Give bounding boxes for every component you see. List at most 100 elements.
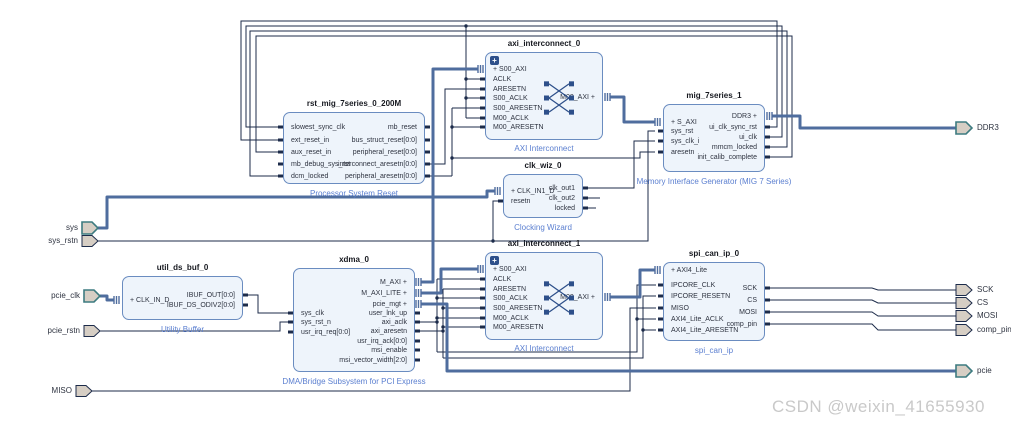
expand-icon[interactable]: + [490,56,499,65]
wire-interconnect-aresetn[interactable] [430,88,480,165]
port-init-calib-complete[interactable]: init_calib_complete [697,154,757,161]
port-sys-rst-n[interactable]: sys_rst_n [301,319,331,326]
port-m00-aresetn[interactable]: M00_ARESETN [493,124,544,131]
port-aclk[interactable]: ACLK [493,76,512,83]
port-pins[interactable] [243,77,770,362]
port-axi-aresetn[interactable]: axi_aresetn [370,328,407,335]
port-usr-irq-ack[interactable]: usr_irq_ack[0:0] [357,338,407,345]
bus-pciemgt-to-pcie[interactable] [421,302,956,373]
port-m00-axi[interactable]: M00_AXI + [560,294,595,301]
bus-ic0-to-mig[interactable] [610,95,655,124]
external-port-label-sck[interactable]: SCK [977,285,994,294]
block-util-ds-buf-0[interactable]: + CLK_IN_D IBUF_OUT[0:0] IBUF_DS_ODIV2[0… [122,276,243,320]
wire-init-calib[interactable] [255,35,793,158]
port-bus-struct-reset[interactable]: bus_struct_reset[0:0] [351,137,417,144]
external-port-label-mosi[interactable]: MOSI [977,311,998,320]
port-m00-aclk[interactable]: M00_ACLK [493,315,529,322]
bus-maxilite-to-ic1[interactable] [421,267,478,295]
external-port-label-pcie-clk[interactable]: pcie_clk [51,291,80,300]
external-port-mosi[interactable] [955,310,973,322]
port-s00-aclk[interactable]: S00_ACLK [493,95,528,102]
external-port-sys[interactable] [81,221,100,235]
external-port-pcie-rstn[interactable] [83,325,101,337]
wire-pcie-rstn[interactable] [100,321,290,332]
wire-miso[interactable] [92,307,656,392]
port-aclk[interactable]: ACLK [493,276,512,283]
bus-sys-to-clkwiz[interactable] [98,189,495,230]
wire-ui-clk-aclk-branch[interactable] [465,26,480,119]
port-ui-clk-sync-rst[interactable]: ui_clk_sync_rst [709,124,757,131]
external-port-cs[interactable] [955,297,973,309]
wire-axi-aresetn[interactable] [418,288,656,359]
wire-sys-rstn[interactable] [98,130,655,242]
port-clk-in1-d[interactable]: + CLK_IN1_D [511,188,555,195]
interface-pins[interactable] [113,65,773,308]
block-axi-interconnect-0[interactable]: + + S00_AXI ACLK ARESETN S00_ACLK S00_AR… [485,52,603,140]
external-port-label-cs[interactable]: CS [977,298,989,307]
external-port-label-miso[interactable]: MISO [51,386,72,395]
block-proc-reset[interactable]: slowest_sync_clk ext_reset_in aux_reset_… [283,112,425,184]
external-port-ddr3[interactable] [955,121,974,135]
port-peripheral-reset[interactable]: peripheral_reset[0:0] [352,149,417,156]
wire-clk-out1[interactable] [585,140,655,189]
port-s-axi[interactable]: + S_AXI [671,119,697,126]
wire-mmcm-locked[interactable] [249,30,788,177]
port-mosi[interactable]: MOSI [739,309,757,316]
port-clk-out1[interactable]: clk_out1 [548,185,575,192]
port-pcie-mgt[interactable]: pcie_mgt + [372,301,407,308]
port-ext-reset-in[interactable]: ext_reset_in [291,137,330,144]
block-mig-7series-1[interactable]: + S_AXI sys_rst sys_clk_i aresetn DDR3 +… [663,104,765,172]
wire-cs[interactable] [768,299,956,304]
port-axi4-lite-aclk[interactable]: AXI4_Lite_ACLK [671,316,724,323]
external-port-comp-pin[interactable] [955,324,973,336]
port-locked[interactable]: locked [554,205,575,212]
port-msi-vector-width[interactable]: msi_vector_width[2:0] [339,357,407,364]
block-spi-can-ip-0[interactable]: + AXI4_Lite IPCORE_CLK IPCORE_RESETN MIS… [663,262,765,341]
port-axi4-lite[interactable]: + AXI4_Lite [671,267,708,274]
port-aux-reset-in[interactable]: aux_reset_in [291,149,332,156]
port-m00-aclk[interactable]: M00_ACLK [493,115,529,122]
port-s00-aresetn[interactable]: S00_ARESETN [493,105,543,112]
port-ddr3[interactable]: DDR3 + [731,113,757,120]
port-m00-aresetn[interactable]: M00_ARESETN [493,324,544,331]
wire-axi-aclk[interactable] [418,278,656,353]
port-user-lnk-up[interactable]: user_lnk_up [368,310,407,317]
port-aresetn[interactable]: ARESETN [493,86,527,93]
block-xdma-0[interactable]: sys_clk sys_rst_n usr_irq_req[0:0] M_AXI… [293,268,415,372]
external-port-pcie[interactable] [955,364,974,378]
port-ipcore-resetn[interactable]: IPCORE_RESETN [671,293,731,300]
external-port-label-pcie[interactable]: pcie [977,366,992,375]
port-aresetn[interactable]: ARESETN [493,286,527,293]
wire-sck[interactable] [768,287,956,291]
port-mb-debug-sys-rst[interactable]: mb_debug_sys_rst [291,161,351,168]
port-ibuf-ds-odiv2[interactable]: IBUF_DS_ODIV2[0:0] [166,302,235,309]
external-port-miso[interactable] [75,385,93,397]
port-dcm-locked[interactable]: dcm_locked [291,173,329,180]
port-axi4-lite-aresetn[interactable]: AXI4_Lite_ARESETN [671,327,739,334]
external-port-sck[interactable] [955,284,973,296]
block-clk-wiz-0[interactable]: + CLK_IN1_D resetn clk_out1 clk_out2 loc… [503,174,583,218]
port-miso-in[interactable]: MISO [671,305,689,312]
port-m00-axi[interactable]: M00_AXI + [560,94,595,101]
port-ibuf-out[interactable]: IBUF_OUT[0:0] [186,292,235,299]
expand-icon[interactable]: + [490,256,499,265]
port-msi-enable[interactable]: msi_enable [371,347,407,354]
port-resetn[interactable]: resetn [511,198,531,205]
port-mmcm-locked[interactable]: mmcm_locked [711,144,757,151]
port-peripheral-aresetn[interactable]: peripheral_aresetn[0:0] [345,173,417,180]
port-sys-clk[interactable]: sys_clk [301,310,324,317]
bus-pcieclk-to-utilbuf[interactable] [100,294,114,302]
port-m-axi[interactable]: M_AXI + [379,279,407,286]
port-usr-irq-req[interactable]: usr_irq_req[0:0] [301,329,351,336]
port-s00-aclk[interactable]: S00_ACLK [493,295,528,302]
port-sck[interactable]: SCK [742,285,757,292]
wire-ibuf-out[interactable] [246,294,290,314]
port-comp-pin[interactable]: comp_pin [726,321,757,328]
port-s00-aresetn[interactable]: S00_ARESETN [493,305,543,312]
external-port-sys-rstn[interactable] [81,235,99,247]
port-s00-axi[interactable]: + S00_AXI [493,266,527,273]
port-mig-aresetn[interactable]: aresetn [671,149,695,156]
port-slowest-sync-clk[interactable]: slowest_sync_clk [291,124,346,131]
wire-mosi[interactable] [768,311,956,317]
bus-ic1-to-spi[interactable] [610,268,655,299]
